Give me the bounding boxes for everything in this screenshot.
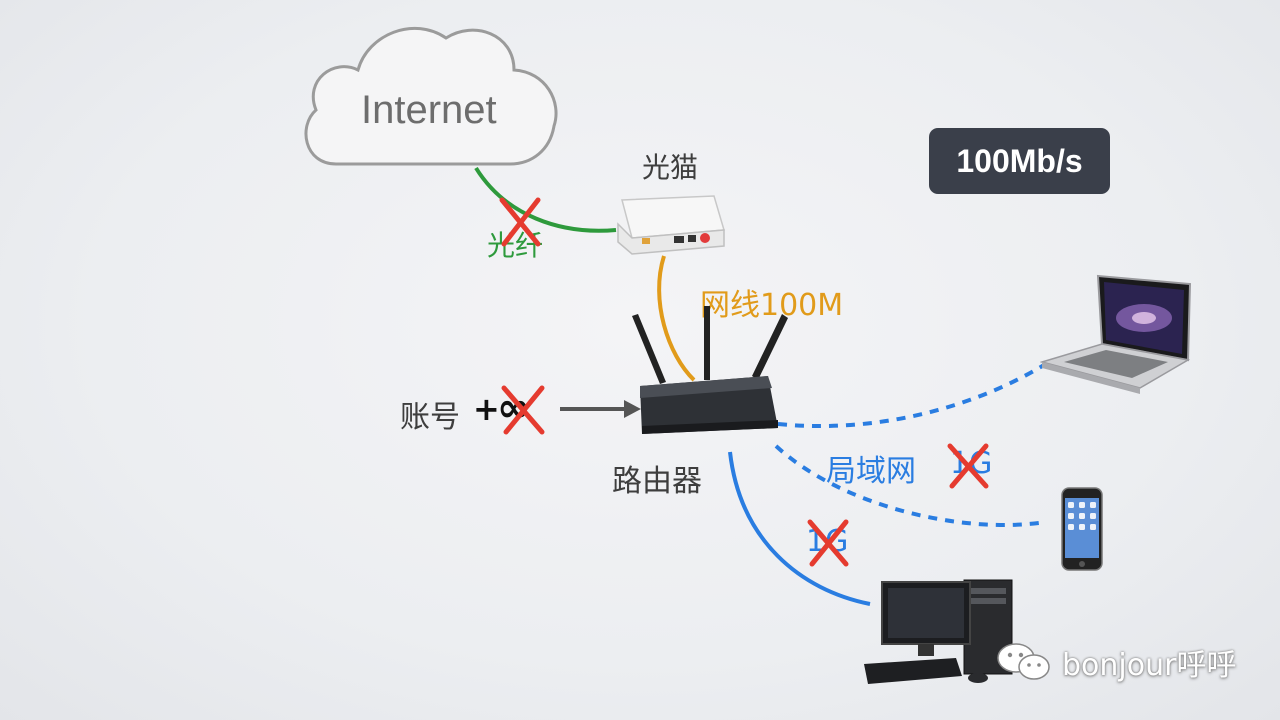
modem-icon[interactable] <box>612 190 728 258</box>
cross-mark-icon <box>947 443 989 489</box>
cloud-icon <box>304 27 558 166</box>
router-icon[interactable] <box>628 306 788 438</box>
laptop-wifi-line <box>777 358 1054 429</box>
phone-wifi-line <box>774 444 1047 527</box>
desktop-wired-line <box>728 451 871 606</box>
desktop-computer-icon[interactable] <box>860 572 1020 688</box>
lan-label: 局域网 <box>826 454 916 489</box>
watermark-text: bonjour呼呼 <box>1062 648 1237 683</box>
wechat-icon <box>997 643 1050 680</box>
cross-mark-icon <box>499 197 541 247</box>
account-plus: + <box>473 390 500 428</box>
watermark: bonjour呼呼 <box>996 640 1236 684</box>
cross-mark-icon <box>807 519 849 567</box>
account-label: 账号 <box>400 400 460 435</box>
lan-cable-label: 网线100M <box>700 288 844 323</box>
fiber-label: 光纤 <box>487 229 544 262</box>
cross-mark-icon <box>501 385 545 435</box>
laptop-icon[interactable] <box>1040 270 1196 396</box>
lan-cable-line <box>657 255 696 382</box>
speed-badge: 100Mb/s <box>929 128 1110 194</box>
router-label: 路由器 <box>612 464 702 499</box>
account-arrow <box>560 400 641 418</box>
fiber-line <box>474 166 617 233</box>
phone-icon[interactable] <box>1060 486 1104 572</box>
modem-label: 光猫 <box>642 151 699 184</box>
cloud-label: Internet <box>361 88 497 132</box>
